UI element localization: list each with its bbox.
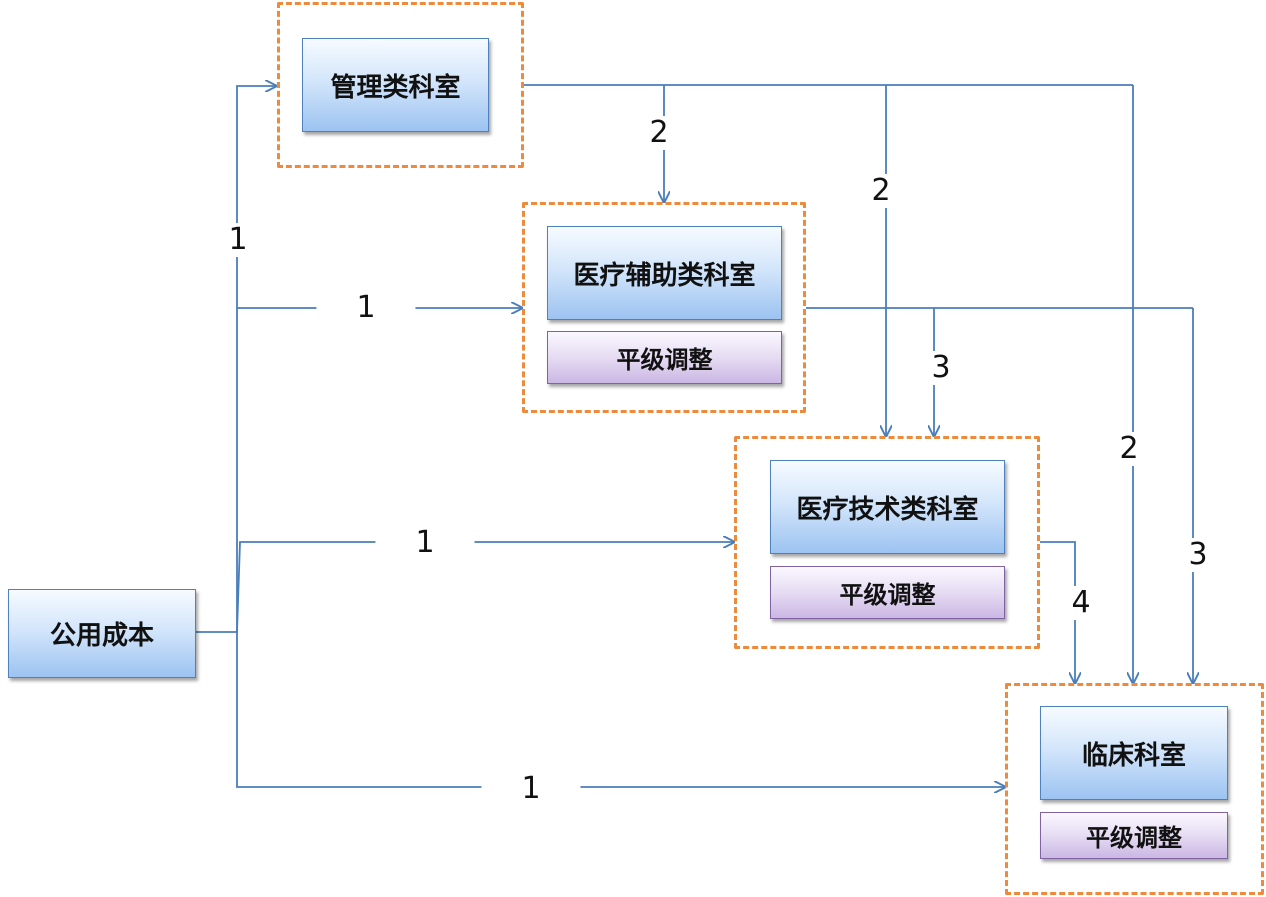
clinical-dept-node: 临床科室	[1040, 706, 1228, 800]
aux-dept-node: 医疗辅助类科室	[547, 226, 782, 320]
edge-tech-to-clinical	[1040, 541, 1075, 683]
clinical-adjust-node: 平级调整	[1040, 812, 1228, 859]
edge-public-to-clinical	[236, 632, 1005, 787]
aux-adjust-node: 平级调整	[547, 331, 782, 384]
admin-dept-node: 管理类科室	[302, 38, 489, 132]
label-admin-to-clinical: 2	[1113, 432, 1145, 466]
label-admin-to-tech: 2	[865, 174, 897, 208]
label-admin-to-aux: 2	[643, 116, 675, 150]
label-public-to-clinical: 1	[481, 772, 581, 806]
edge-public-to-tech	[236, 542, 734, 633]
clinical-group	[1005, 683, 1264, 895]
label-public-to-tech: 1	[375, 526, 475, 560]
label-aux-to-tech: 3	[925, 351, 957, 385]
label-public-to-aux: 1	[316, 291, 416, 325]
aux-group	[522, 202, 806, 413]
tech-adjust-node: 平级调整	[770, 566, 1005, 619]
tech-group	[734, 436, 1040, 649]
tech-dept-node: 医疗技术类科室	[770, 460, 1005, 554]
public-cost-trunk	[196, 86, 276, 633]
admin-group	[277, 2, 524, 168]
public-cost-node: 公用成本	[8, 589, 196, 678]
label-aux-to-clinical: 3	[1182, 538, 1214, 572]
label-tech-to-clinical: 4	[1065, 586, 1097, 620]
label-public-to-admin: 1	[222, 223, 254, 257]
